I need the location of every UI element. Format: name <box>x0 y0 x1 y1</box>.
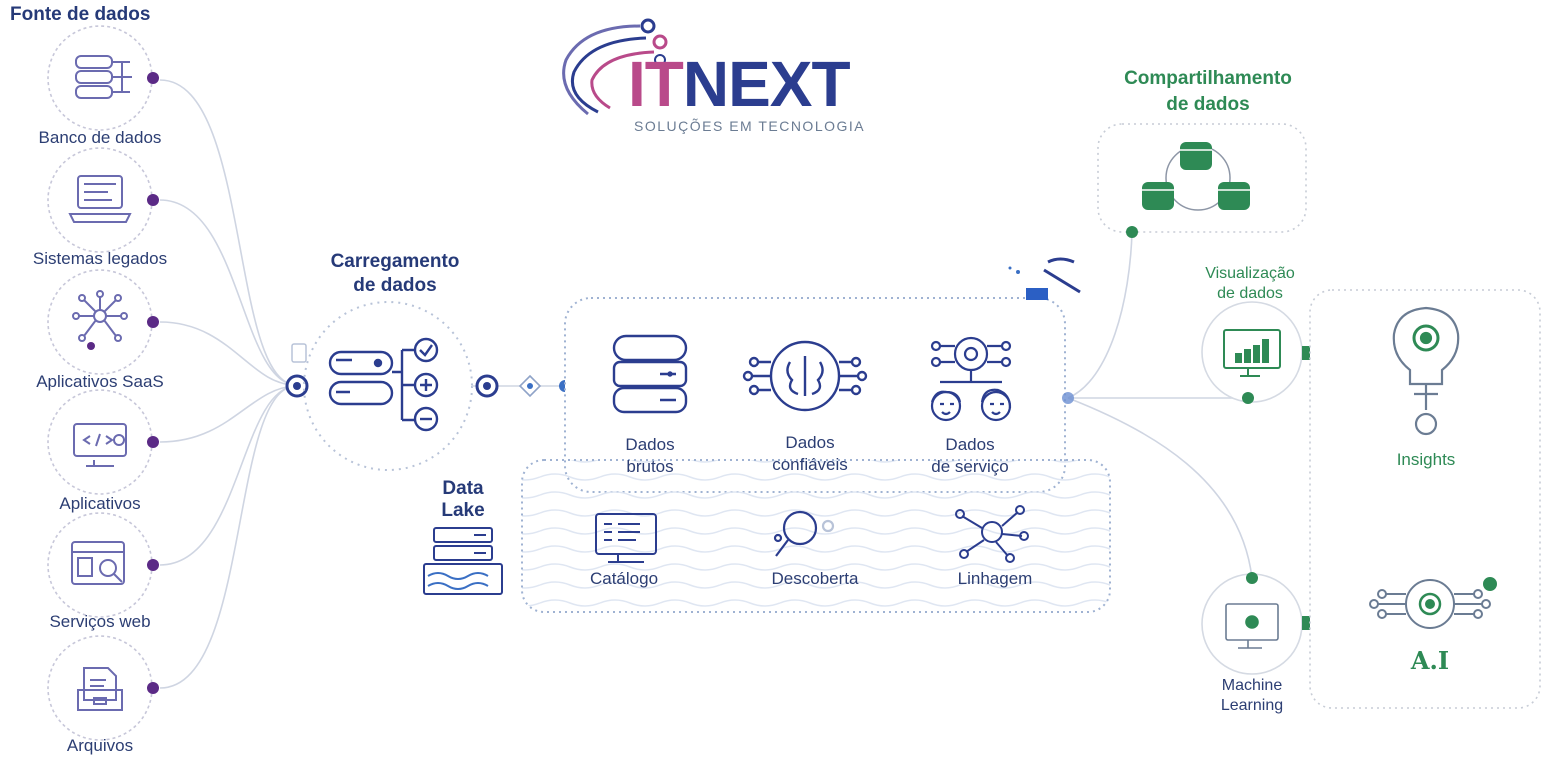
stage-label-raw-line1: Dados <box>625 435 675 454</box>
sharing-title-line2: de dados <box>1166 94 1250 115</box>
chart-monitor-icon <box>1223 329 1281 377</box>
source-connector-lines <box>159 79 296 689</box>
people-gear-icon <box>930 336 1012 422</box>
stage-label-service: Dados de serviço <box>910 434 1030 478</box>
stage-label-trusted-line1: Dados <box>785 433 835 452</box>
insights-label: Insights <box>1396 450 1456 469</box>
data-lake-server-icon <box>423 527 503 595</box>
insights-bulb-icon <box>1392 306 1460 436</box>
ai-chip-icon <box>1369 577 1497 629</box>
stage-label-trusted: Dados confiáveis <box>750 432 870 476</box>
database-network-icon <box>75 55 132 99</box>
pickaxe-icon <box>1008 257 1081 300</box>
loading-circle <box>303 301 473 471</box>
ml-label-line1: Machine <box>1221 677 1283 694</box>
loading-title: Carregamento de dados <box>310 250 480 298</box>
stage-label-service-line2: de serviço <box>931 457 1009 476</box>
itnext-logo <box>562 18 668 116</box>
source-label-saas: Aplicativos SaaS <box>36 372 164 391</box>
brand-name-part1: IT <box>628 48 684 120</box>
visualization-label-line1: Visualização <box>1205 265 1295 282</box>
source-label-legacy: Sistemas legados <box>32 249 168 268</box>
source-label-web: Serviços web <box>49 612 151 631</box>
loader-hub <box>285 343 309 398</box>
visualization-circle <box>1201 301 1314 404</box>
shared-databases-icon <box>1142 142 1250 211</box>
catalog-monitor-icon <box>595 513 657 563</box>
stage-label-raw: Dados brutos <box>590 434 710 478</box>
sharing-title-line1: Compartilhamento <box>1124 68 1292 89</box>
data-lake-box <box>521 459 1111 613</box>
ai-label: A.I <box>1410 646 1450 675</box>
brain-circuit-icon <box>742 340 868 412</box>
data-lake-title-line1: Data <box>442 478 484 499</box>
source-apps-circle <box>47 389 159 495</box>
stage-label-service-line1: Dados <box>945 435 995 454</box>
ml-label-line2: Learning <box>1220 697 1284 714</box>
brand-tagline: SOLUÇÕES EM TECNOLOGIA <box>634 118 866 134</box>
tool-label-discovery: Descoberta <box>771 569 859 588</box>
loading-title-line2: de dados <box>353 275 437 296</box>
web-browser-search-icon <box>71 541 125 585</box>
source-files-circle <box>47 635 159 741</box>
visualization-label-line2: de dados <box>1217 285 1283 302</box>
file-archive-icon <box>77 667 123 711</box>
ml-circle <box>1201 572 1314 675</box>
sharing-title: Compartilhamento de dados <box>1090 66 1326 118</box>
saas-network-icon <box>72 290 128 342</box>
sources-title: Fonte de dados <box>10 4 151 25</box>
source-legacy-circle <box>47 147 159 253</box>
ml-label: Machine Learning <box>1192 676 1312 716</box>
source-label-apps: Aplicativos <box>59 494 141 513</box>
source-saas-circle <box>47 269 159 375</box>
brand-name: ITNEXT <box>628 52 851 116</box>
loading-title-line1: Carregamento <box>330 251 460 272</box>
source-web-circle <box>47 512 159 618</box>
visualization-label: Visualização de dados <box>1180 264 1320 304</box>
tool-label-lineage: Linhagem <box>957 569 1033 588</box>
output-connector-lines <box>1067 231 1253 579</box>
source-label-files: Arquivos <box>66 736 134 755</box>
database-stack-icon <box>612 334 688 414</box>
loader-to-lake-connector <box>472 374 571 398</box>
loader-pipeline-icon <box>328 337 439 432</box>
source-label-database: Banco de dados <box>38 128 162 147</box>
data-lake-title-line2: Lake <box>441 500 485 521</box>
lineage-graph-icon <box>955 505 1029 563</box>
sharing-box <box>1097 123 1307 238</box>
magnifier-icon <box>773 510 835 557</box>
source-database-circle <box>47 25 159 131</box>
lake-output-node <box>1062 392 1074 404</box>
legacy-laptop-icon <box>68 175 132 223</box>
document-icon <box>291 343 307 363</box>
code-monitor-icon <box>73 423 127 467</box>
stage-label-trusted-line2: confiáveis <box>772 455 848 474</box>
tool-label-catalog: Catálogo <box>589 569 659 588</box>
data-lake-title: Data Lake <box>420 478 506 522</box>
stage-label-raw-line2: brutos <box>626 457 674 476</box>
brand-name-part2: NEXT <box>682 48 851 120</box>
ml-monitor-icon <box>1225 603 1279 649</box>
